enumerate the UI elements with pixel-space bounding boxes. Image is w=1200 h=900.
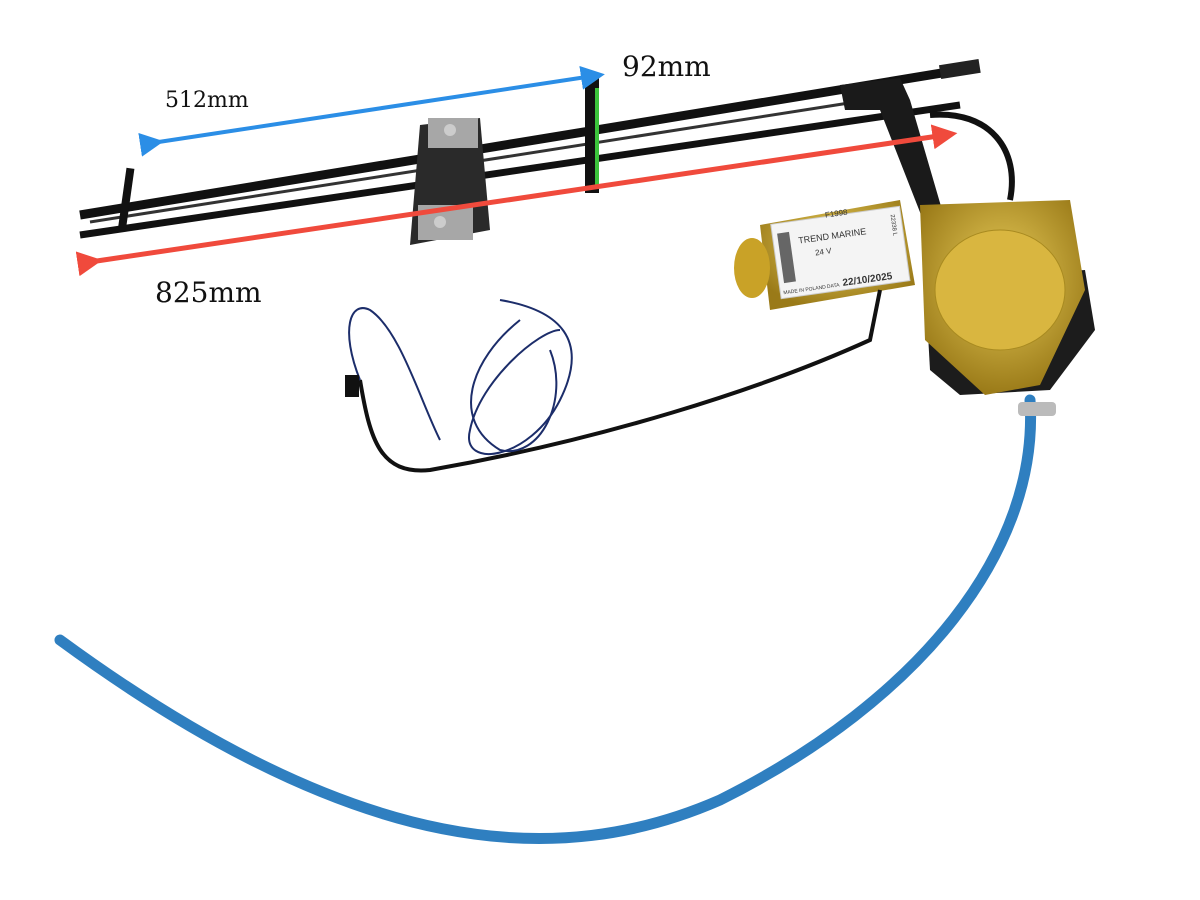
dimension-label-825: 825mm (155, 276, 262, 309)
label-origin: MADE IN POLAND (783, 284, 827, 296)
dimension-label-92: 92mm (622, 50, 711, 83)
dimension-arrow-825 (75, 124, 958, 277)
mounting-bracket (410, 118, 490, 245)
wiring-harness (345, 289, 882, 473)
wiper-motor: F1998 TREND MARINE 24 V 22338 L MADE IN … (734, 200, 1095, 395)
label-date-label: DATA (827, 282, 841, 290)
washer-hose (54, 111, 1056, 844)
dimension-label-512: 512mm (165, 88, 249, 113)
